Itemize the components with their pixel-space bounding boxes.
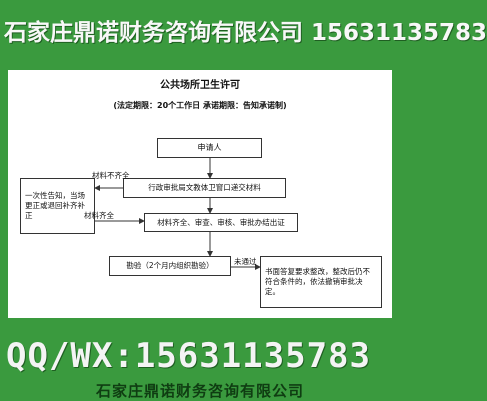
edge-label-not-passed: 未通过 bbox=[234, 257, 257, 266]
banner-text: 石家庄鼎诺财务咨询有限公司 15631135783 bbox=[4, 20, 487, 46]
contact-text: QQ/WX:15631135783 bbox=[6, 336, 371, 376]
flowchart-panel: 公共场所卫生许可 (法定期限：20个工作日 承诺期限：告知承诺制) 申请人 行政… bbox=[8, 70, 392, 318]
node-notify-correction: 一次性告知，当场更正或退回补齐补正 bbox=[20, 178, 95, 234]
node-review-approve: 材料齐全、审查、审核、审批办结出证 bbox=[144, 213, 298, 232]
footer-company: 石家庄鼎诺财务咨询有限公司 bbox=[0, 380, 400, 400]
node-inspection: 勘验（2个月内组织勘验） bbox=[109, 256, 231, 276]
footer-text: 石家庄鼎诺财务咨询有限公司 bbox=[95, 381, 304, 400]
node-applicant: 申请人 bbox=[157, 138, 262, 158]
flowchart-title: 公共场所卫生许可 bbox=[160, 80, 240, 91]
edge-label-incomplete: 材料不齐全 bbox=[92, 171, 130, 180]
node-rectify-revoke: 书面答复要求整改，整改后仍不符合条件的，依法撤销审批决定。 bbox=[260, 256, 382, 308]
node-submit-materials: 行政审批局文教体卫窗口递交材料 bbox=[123, 178, 286, 198]
contact-watermark: QQ/WX:15631135783 bbox=[0, 333, 400, 379]
flowchart-connectors bbox=[94, 158, 261, 270]
company-banner: 石家庄鼎诺财务咨询有限公司 15631135783 bbox=[0, 0, 487, 60]
flowchart-subtitle: (法定期限：20个工作日 承诺期限：告知承诺制) bbox=[113, 101, 287, 110]
edge-label-complete: 材料齐全 bbox=[84, 211, 114, 220]
